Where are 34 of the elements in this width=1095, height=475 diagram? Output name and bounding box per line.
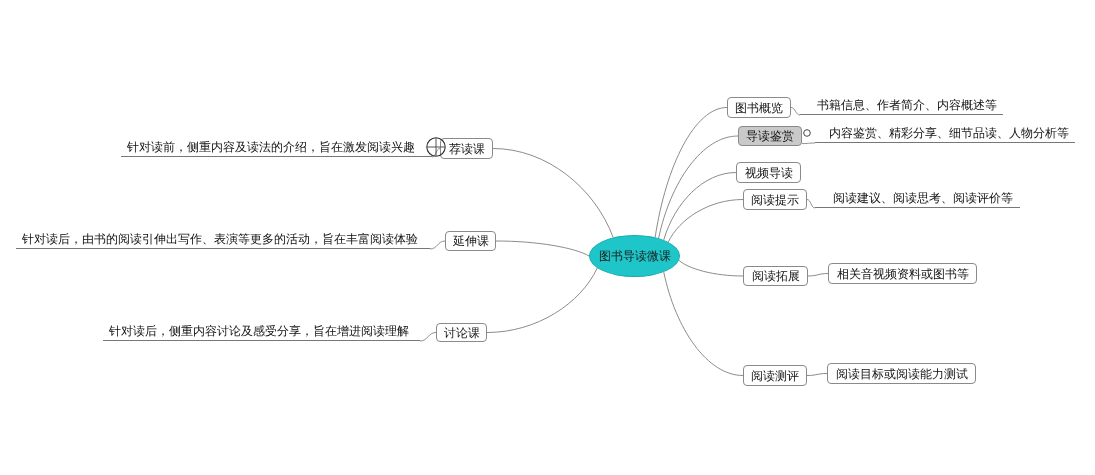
connector-line [678,259,744,277]
topic-box: 阅读提示 [743,189,807,210]
underlined-note: 针对读后，侧重内容讨论及感受分享，旨在增进阅读理解 [103,323,420,341]
underlined-note: 书籍信息、作者简介、内容概述等 [800,97,1003,115]
note-box: 相关音视频资料或图书等 [828,263,977,284]
connector-line [429,240,446,250]
underlined-note: 针对读后，由书的阅读引伸出写作、表演等更多的活动，旨在丰富阅读体验 [16,231,430,249]
topic-box: 导读鉴赏 [738,126,802,146]
connector-line [790,107,801,116]
connector-line [654,107,728,238]
topic-box: 讨论课 [436,323,487,342]
connector-line [419,332,437,342]
connector-line [492,148,614,238]
connector-line [806,373,828,376]
note-box: 阅读目标或阅读能力测试 [827,363,976,384]
connector-line [495,240,590,257]
connector-line [801,142,816,145]
connector-line [663,172,737,241]
topic-box: 荐读课 [440,138,493,159]
connector-line [486,267,598,333]
topic-box: 视频导读 [736,162,801,183]
connector-line [667,199,744,243]
connector-line [807,273,829,277]
underlined-note: 针对读前，侧重内容及读法的介绍，旨在激发阅读兴趣 [121,139,432,157]
underlined-note: 阅读建议、阅读思考、阅读评价等 [815,190,1020,208]
topic-box: 图书概览 [727,97,791,118]
topic-box: 阅读拓展 [743,266,808,286]
underlined-note: 内容鉴赏、精彩分享、细节品读、人物分析等 [815,125,1075,143]
connector-line [658,135,739,239]
topic-ellipse: 图书导读微课 [589,235,680,277]
connector-line [663,271,744,376]
topic-box: 延伸课 [445,231,496,251]
topic-box: 阅读测评 [743,365,807,386]
connector-line [806,199,816,209]
